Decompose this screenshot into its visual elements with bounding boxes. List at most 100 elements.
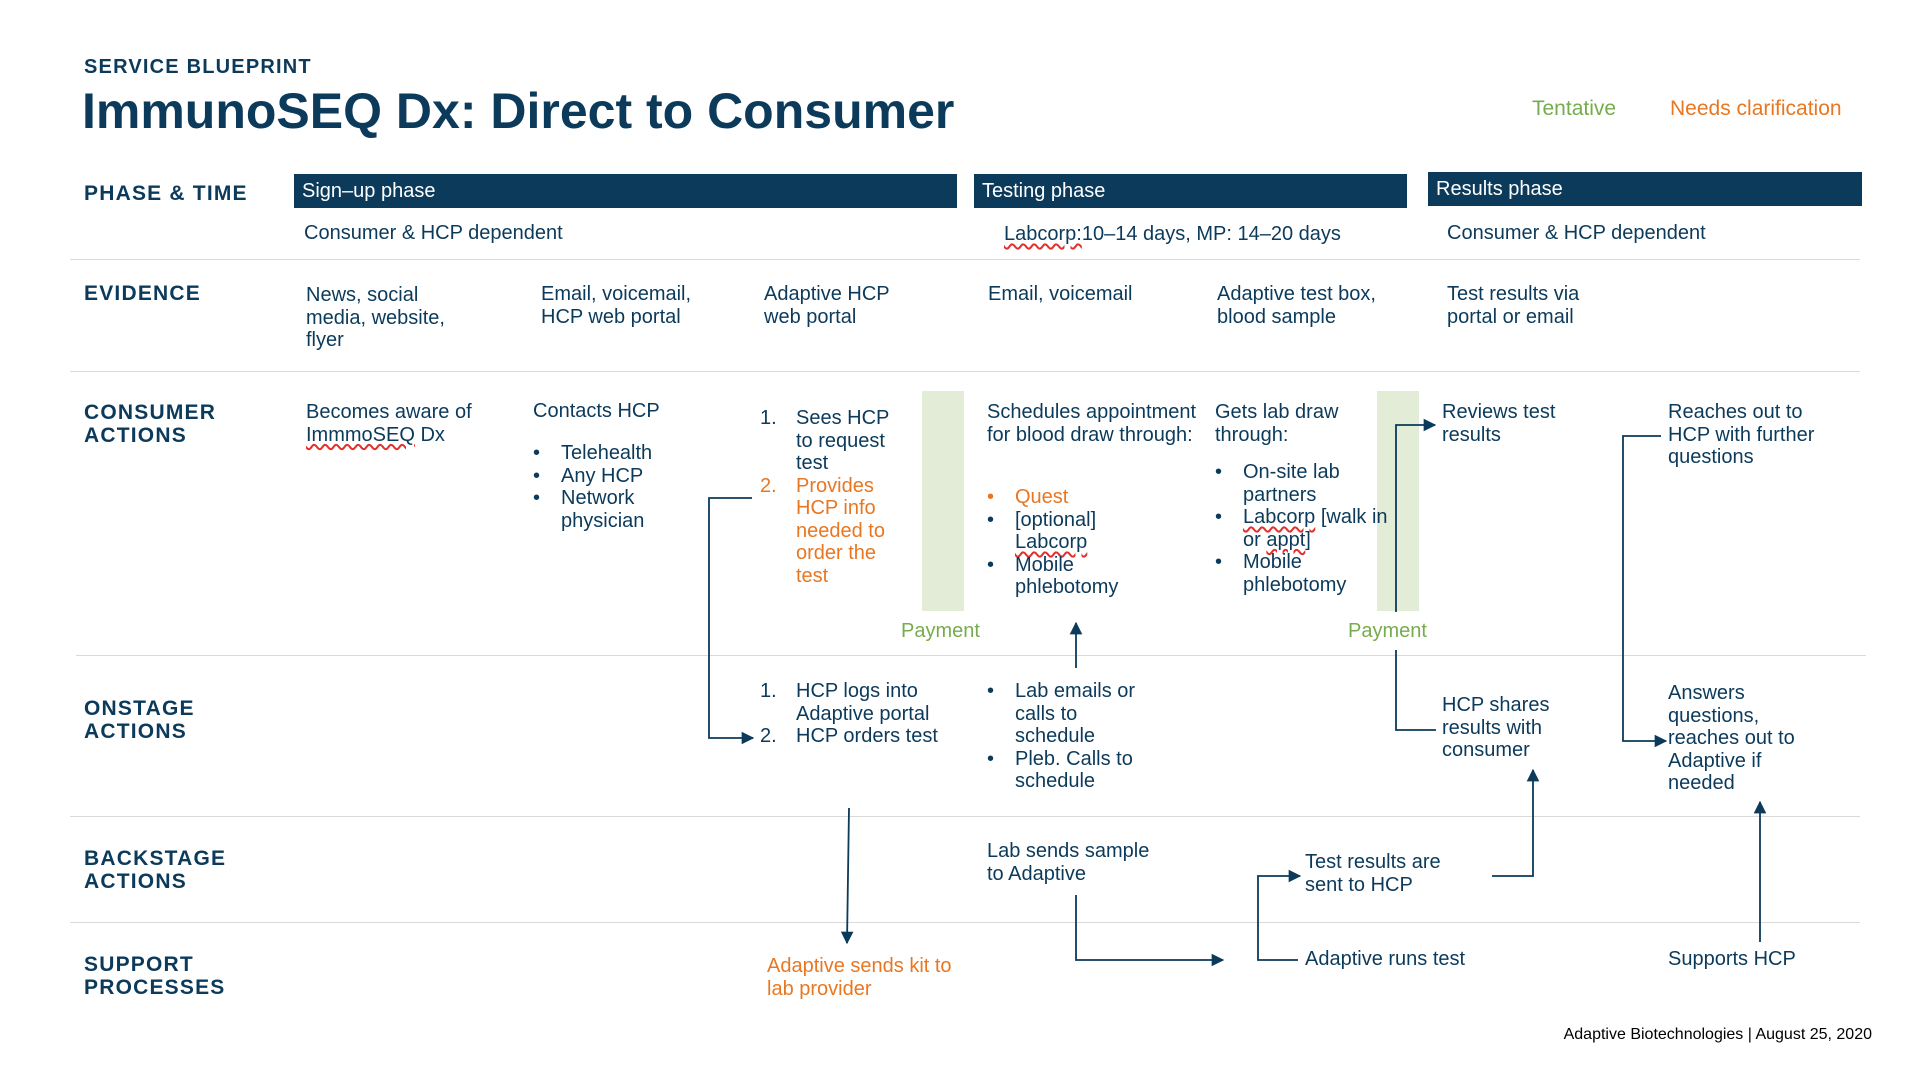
text-span: ]: [1305, 528, 1311, 551]
arrow-payment-to-hcp-shares: [1395, 650, 1436, 731]
list-item: • Telehealth: [533, 442, 693, 465]
step-text: Provides HCP info needed to order the te…: [796, 474, 885, 587]
list-item: • On-site lab partners: [1215, 461, 1390, 506]
bullet: •: [987, 747, 995, 770]
row-label-line: ACTIONS: [84, 720, 187, 743]
bullet: •: [987, 680, 995, 702]
support-supports-hcp: Supports HCP: [1668, 948, 1796, 970]
list-item-label: Mobile phlebotomy: [1243, 551, 1347, 596]
bullet: •: [533, 464, 541, 487]
step-number: 2.: [760, 474, 777, 497]
arrow-runs-test-to-results-sent: [1257, 869, 1302, 961]
legend-tentative: Tentative: [1532, 97, 1617, 120]
row-label-line: PROCESSES: [84, 976, 226, 999]
row-label-support-processes: SUPPORT PROCESSES: [84, 953, 226, 999]
arrow-lab-sends-to-runs-test: [1075, 895, 1225, 967]
evidence-hcp-web-portal: Adaptive HCP web portal: [764, 283, 890, 328]
text-span: Dx: [414, 423, 445, 446]
phase-time-signup: Consumer & HCP dependent: [304, 222, 563, 244]
payment-label-1: Payment: [901, 620, 980, 642]
bullet: •: [987, 508, 995, 531]
step-text: Sees HCP to request test: [796, 407, 890, 474]
step-provides-hcp-info: 2. Provides HCP info needed to order the …: [760, 475, 910, 588]
list-item: • Quest: [987, 486, 1147, 509]
row-label-evidence: EVIDENCE: [84, 282, 201, 305]
step-text: HCP logs into Adaptive portal: [796, 680, 930, 725]
row-label-line: ONSTAGE: [84, 697, 195, 720]
phase-bar-testing: Testing phase: [974, 174, 1407, 208]
list-item-label: On-site lab partners: [1243, 461, 1340, 506]
step-hcp-logs-in: 1. HCP logs into Adaptive portal: [760, 680, 940, 725]
row-divider: [76, 655, 1866, 656]
lab-draw-options-list: • On-site lab partners • Labcorp [walk in …: [1215, 461, 1390, 596]
row-label-line: CONSUMER: [84, 401, 217, 424]
list-item: • Labcorp [walk in or appt]: [1215, 506, 1390, 551]
onstage-answers-questions: Answers questions, reaches out to Adapti…: [1668, 682, 1795, 794]
list-item-label: Mobile phlebotomy: [1015, 553, 1119, 599]
evidence-test-box: Adaptive test box, blood sample: [1217, 283, 1376, 328]
evidence-news-social: News, social media, website, flyer: [306, 284, 445, 351]
onstage-hcp-steps: 1. HCP logs into Adaptive portal 2. HCP or…: [760, 680, 940, 748]
arrow-reaches-to-answers: [1622, 435, 1668, 748]
support-sends-kit: Adaptive sends kit to lab provider: [767, 955, 952, 1000]
onstage-hcp-shares-results: HCP shares results with consumer: [1442, 694, 1550, 761]
consumer-request-steps: 1. Sees HCP to request test 2. Provides HC…: [760, 407, 910, 587]
list-item-label: Telehealth: [561, 442, 653, 464]
list-item-label: Any HCP: [561, 464, 644, 487]
phase-time-results: Consumer & HCP dependent: [1447, 222, 1706, 244]
consumer-gets-lab-draw: Gets lab draw through:: [1215, 401, 1339, 446]
bullet: •: [1215, 551, 1223, 573]
bullet: •: [987, 553, 995, 576]
payment-bar-2: [1377, 391, 1419, 611]
consumer-becomes-aware: Becomes aware of ImmmoSEQ Dx: [306, 401, 506, 446]
list-item-label: Labcorp [walk in or appt]: [1243, 506, 1390, 551]
bullet: •: [987, 486, 995, 508]
appt-spellcheck-word: appt: [1266, 528, 1306, 551]
labcorp-spellcheck-word: Labcorp: [1015, 531, 1088, 553]
list-item-label: Quest: [1015, 486, 1069, 508]
bullet: •: [533, 487, 541, 509]
step-sees-hcp: 1. Sees HCP to request test: [760, 407, 910, 475]
list-item-label: Network physician: [561, 487, 645, 532]
bullet: •: [533, 442, 541, 464]
arrow-results-sent-to-hcp-shares: [1492, 768, 1540, 877]
step-number: 1.: [760, 407, 777, 429]
bullet: •: [1215, 506, 1223, 528]
evidence-email-voicemail-portal: Email, voicemail, HCP web portal: [541, 283, 692, 328]
consumer-schedules-appointment: Schedules appointment for blood draw thr…: [987, 401, 1197, 446]
list-item: • Mobile phlebotomy: [1215, 551, 1390, 596]
arrow-provides-info-to-hcp-login: [708, 497, 755, 745]
phase-bar-results: Results phase: [1428, 172, 1862, 206]
row-label-backstage-actions: BACKSTAGE ACTIONS: [84, 847, 226, 893]
row-label-line: ACTIONS: [84, 424, 187, 447]
text-span: [walk in or: [1243, 506, 1388, 551]
consumer-reviews-results: Reviews test results: [1442, 401, 1556, 446]
page-title: ImmunoSEQ Dx: Direct to Consumer: [82, 83, 955, 139]
arrow-hcp-orders-to-sends-kit: [840, 807, 854, 945]
labcorp-spellcheck-word: Labcorp:: [1004, 223, 1082, 245]
list-item: •Pleb. Calls to schedule: [987, 748, 1157, 793]
arrow-payment-to-reviews: [1395, 418, 1437, 612]
phase-time-testing-rest: 10–14 days, MP: 14–20 days: [1081, 223, 1341, 245]
schedule-options-list: • Quest •[optional]Labcorp • Mobile phlebo…: [987, 486, 1147, 599]
row-label-line: ACTIONS: [84, 870, 187, 893]
step-text: HCP orders test: [796, 725, 938, 747]
step-number: 1.: [760, 680, 777, 702]
step-number: 2.: [760, 725, 777, 747]
row-divider: [70, 922, 1860, 923]
backstage-results-sent: Test results are sent to HCP: [1305, 851, 1441, 896]
bullet: •: [1215, 461, 1223, 483]
immmoseq-spellcheck-word: ImmmoSEQ: [306, 423, 415, 446]
step-hcp-orders: 2. HCP orders test: [760, 725, 940, 748]
evidence-test-results: Test results via portal or email: [1447, 283, 1580, 328]
footer-credit: Adaptive Biotechnologies | August 25, 20…: [1563, 1026, 1872, 1043]
backstage-lab-sends-sample: Lab sends sample to Adaptive: [987, 840, 1150, 885]
list-item-label: Lab emails or calls to schedule: [1015, 680, 1136, 747]
row-label-line: BACKSTAGE: [84, 847, 227, 870]
list-item: •[optional]Labcorp: [987, 509, 1147, 554]
blueprint-kicker: SERVICE BLUEPRINT: [84, 56, 312, 78]
phase-time-testing: Labcorp:10–14 days, MP: 14–20 days: [1004, 223, 1341, 246]
support-runs-test: Adaptive runs test: [1305, 948, 1466, 970]
text-span: Becomes aware of: [306, 401, 472, 423]
